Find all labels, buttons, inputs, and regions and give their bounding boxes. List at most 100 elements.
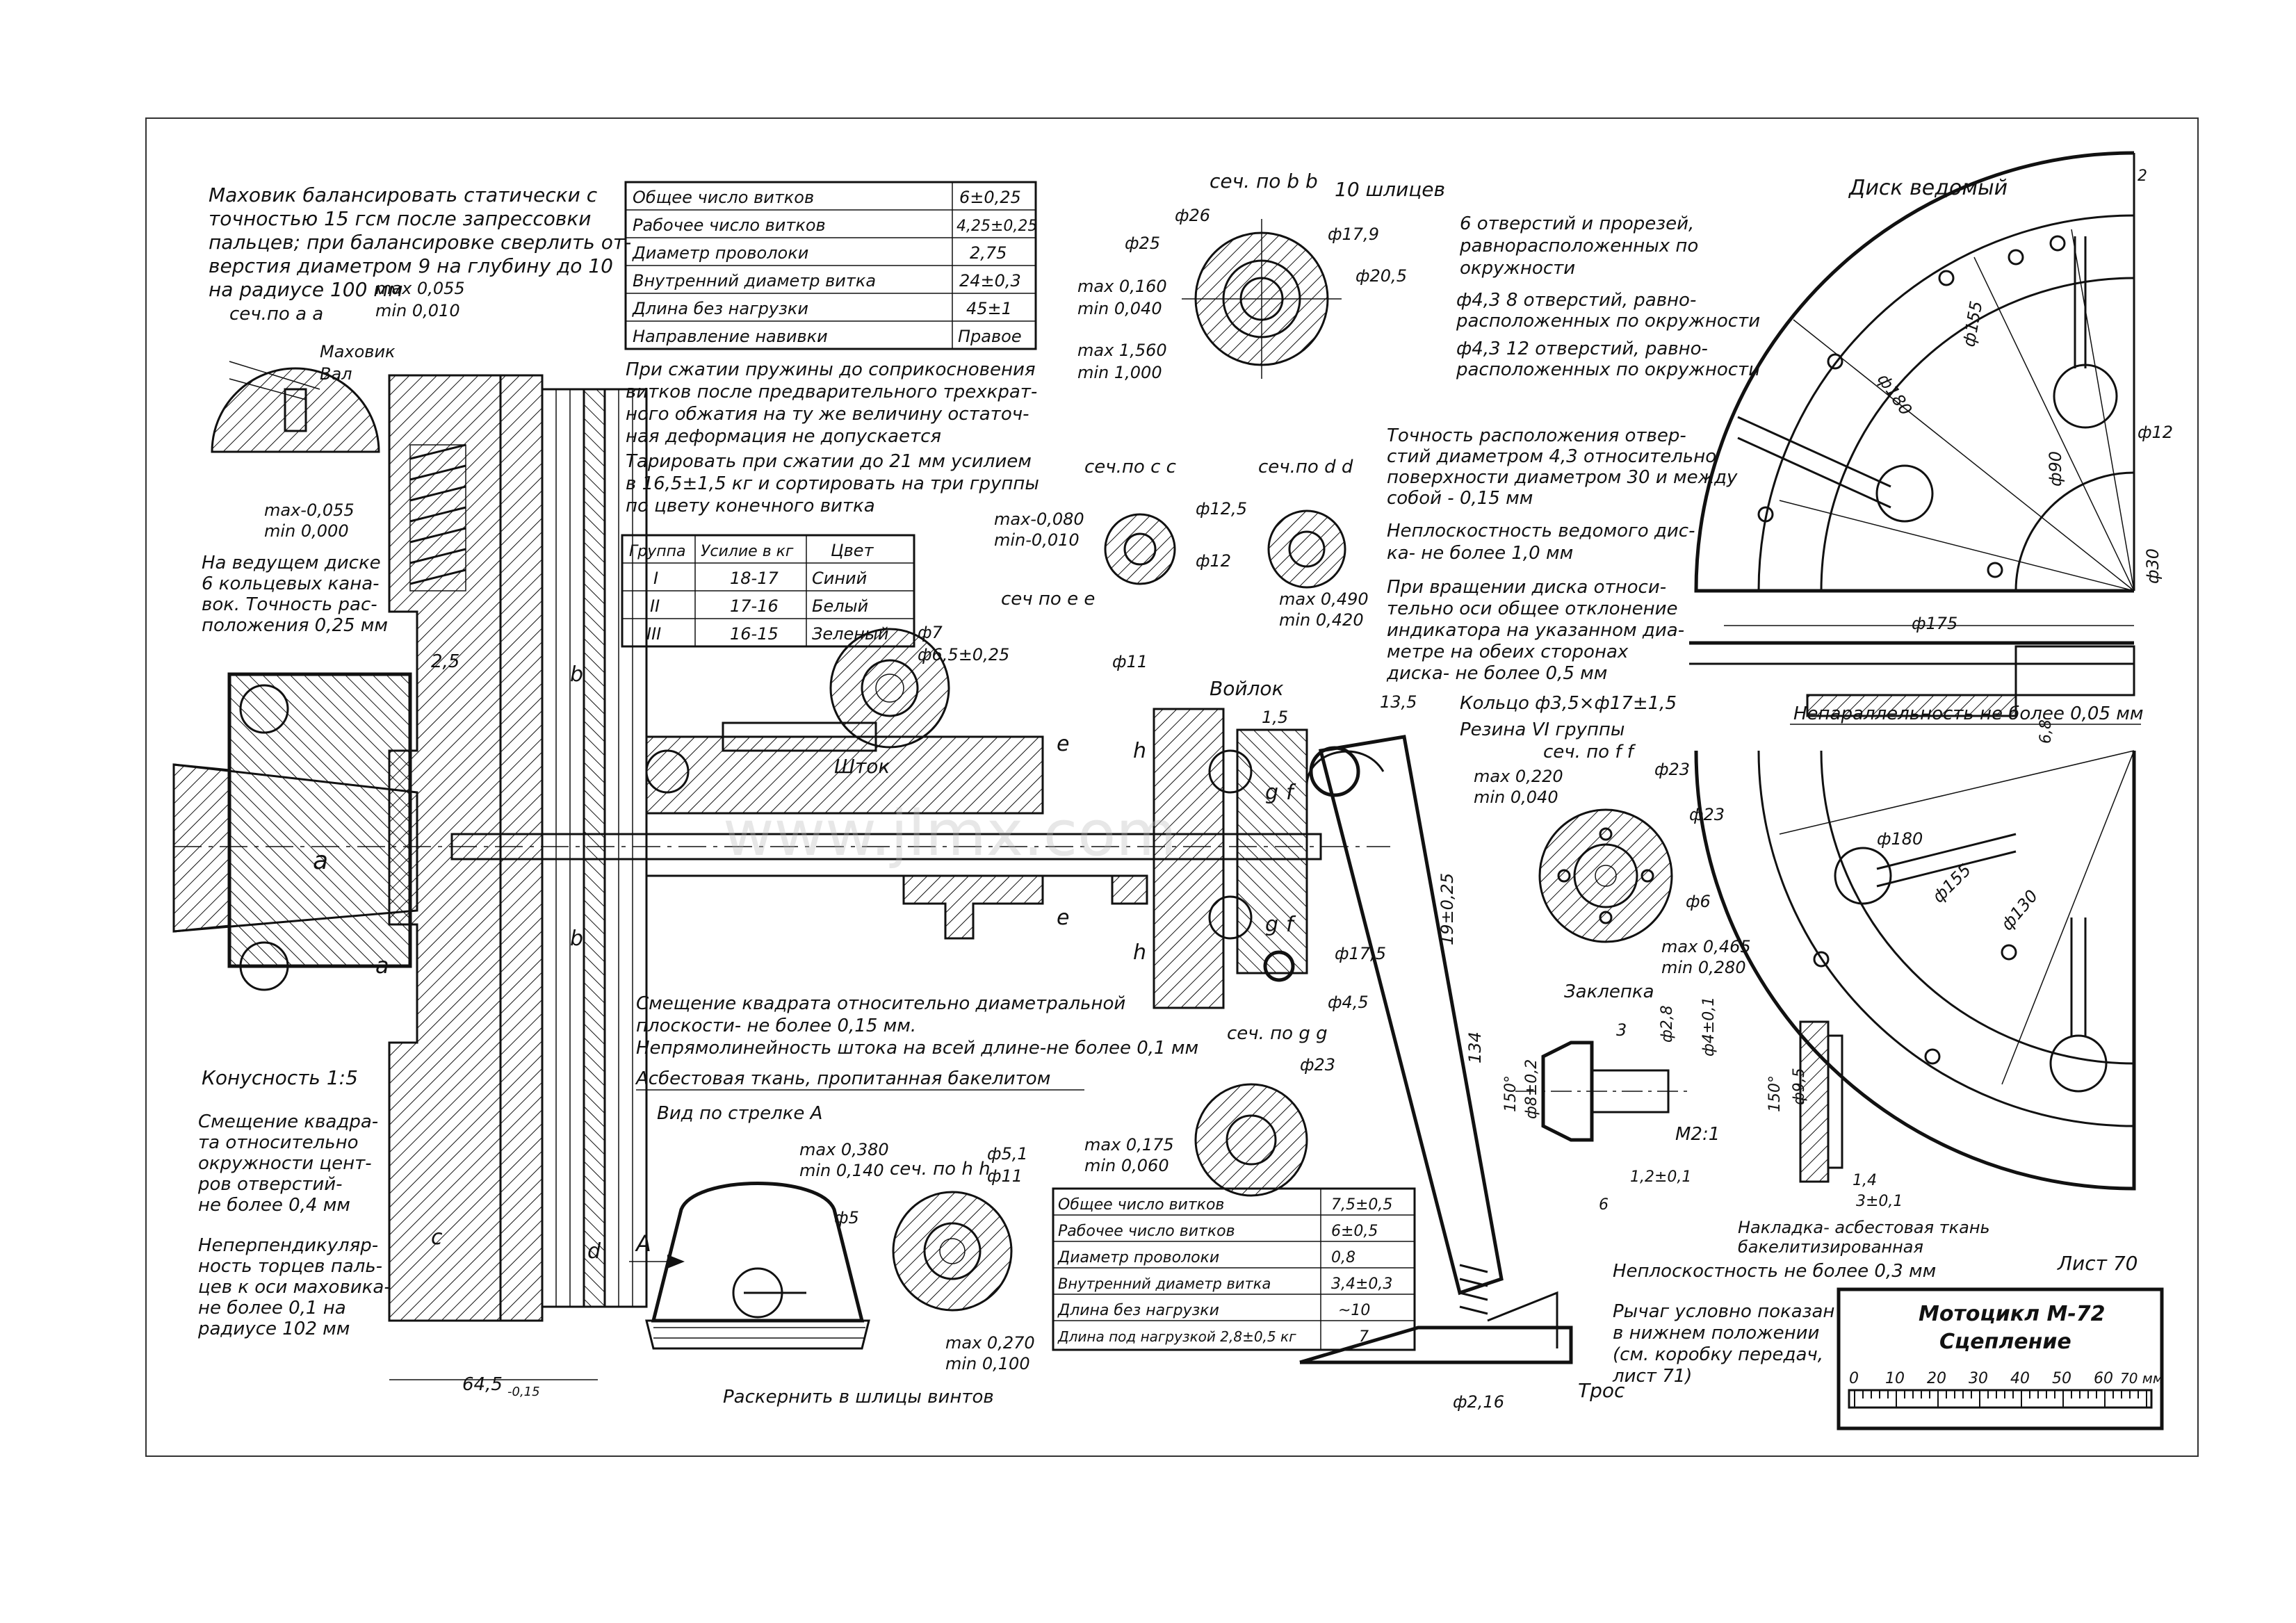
- table-cell: Диаметр проволоки: [632, 243, 808, 263]
- table-cell: Направление навивки: [633, 327, 828, 346]
- table-cell: I: [653, 569, 658, 588]
- svg-text:При сжатии пружины до соприкос: При сжатии пружины до соприкосновения: [626, 359, 1036, 380]
- tol-min-0010: min 0,010: [375, 301, 460, 320]
- svg-text:не более 0,4 мм: не более 0,4 мм: [198, 1195, 350, 1216]
- dim-d12c: ф12: [2138, 423, 2173, 442]
- table-cell: Белый: [812, 596, 868, 616]
- scale-tick: 60: [2094, 1370, 2113, 1387]
- scale-tick: 0: [1849, 1370, 1859, 1387]
- clutch-assembly-section: a a d c e e h h f f g g b b А: [172, 374, 1573, 1364]
- dim-2: 2: [2138, 168, 2147, 185]
- svg-text:ка- не более 1,0 мм: ка- не более 1,0 мм: [1387, 543, 1573, 564]
- section-aa-label: сеч.по а а: [229, 304, 323, 325]
- tol-min0420: min 0,420: [1279, 610, 1364, 630]
- dim-d25: ф25: [1125, 234, 1160, 253]
- holes-6-note: 6 отверстий и прорезей, равнорасположенн…: [1459, 213, 1698, 279]
- svg-text:ная деформация не допускается: ная деформация не допускается: [626, 426, 941, 447]
- section-ff-label: сеч. по f f: [1543, 742, 1636, 762]
- svg-text:витков после предварительного: витков после предварительного трехкрат-: [626, 382, 1037, 402]
- tol-max0490: max 0,490: [1279, 589, 1369, 609]
- svg-text:цев к оси маховика-: цев к оси маховика-: [198, 1277, 391, 1298]
- balance-note-line: пальцев; при балансировке сверлить от-: [209, 231, 631, 254]
- dim-3: 3: [1616, 1020, 1627, 1040]
- tol-max0380: max 0,380: [799, 1140, 889, 1159]
- dim-d7: ф7: [918, 623, 943, 642]
- dim-3b: 3±0,1: [1856, 1193, 1903, 1210]
- nonperpendicularity-note: Неперпендикуляр- ность торцев паль- цев …: [197, 1235, 391, 1339]
- dim-d23a: ф23: [1654, 760, 1690, 779]
- table-cell: Синий: [812, 569, 867, 588]
- punch-note: Раскернить в шлицы винтов: [723, 1387, 994, 1408]
- scale-tick: 70 мм: [2120, 1370, 2163, 1387]
- svg-text:собой - 0,15 мм: собой - 0,15 мм: [1387, 488, 1533, 509]
- tol-min0060: min 0,060: [1084, 1156, 1169, 1175]
- table-cell: II: [650, 596, 660, 616]
- section-dd-view: [1267, 509, 1346, 589]
- svg-text:a: a: [375, 952, 389, 979]
- asbestos-note: Асбестовая ткань, пропитанная бакелитом: [635, 1068, 1050, 1089]
- svg-text:тельно оси общее отклонение: тельно оси общее отклонение: [1387, 598, 1677, 619]
- tol-min0140: min 0,140: [799, 1161, 884, 1180]
- tol-min0010: min-0,010: [994, 530, 1080, 550]
- svg-text:Рычаг условно показан: Рычаг условно показан: [1613, 1301, 1834, 1322]
- svg-text:вок. Точность рас-: вок. Точность рас-: [202, 594, 377, 615]
- table-cell: 4,25±0,25: [956, 218, 1037, 235]
- dim-d23c: ф23: [1300, 1055, 1335, 1075]
- dim-d45: ф4,5: [1328, 993, 1369, 1012]
- section-cc-view: [1104, 513, 1176, 585]
- tol-min0100: min 0,100: [945, 1354, 1030, 1373]
- svg-text:6 кольцевых кана-: 6 кольцевых кана-: [202, 573, 380, 594]
- tol-max0080: max-0,080: [994, 509, 1084, 529]
- dim-d90: ф90: [2046, 451, 2065, 487]
- dim-d180b: ф180: [1877, 829, 1923, 849]
- square-offset-note-2: Смещение квадрата относительно диаметрал…: [636, 993, 1198, 1059]
- svg-text:лист 71): лист 71): [1612, 1366, 1692, 1387]
- svg-text:диска- не более 0,5 мм: диска- не более 0,5 мм: [1386, 663, 1607, 684]
- scale-ruler: [1854, 1390, 2147, 1408]
- tol-min-0000: min 0,000: [264, 521, 349, 541]
- svg-text:расположенных по окружности: расположенных по окружности: [1456, 359, 1760, 380]
- svg-text:Точность расположения отвер-: Точность расположения отвер-: [1387, 425, 1686, 446]
- taper-note: Конусность 1:5: [202, 1066, 358, 1089]
- table-cell: Рабочее число витков: [633, 215, 826, 235]
- svg-text:положения 0,25 мм: положения 0,25 мм: [202, 615, 388, 636]
- rivet-label: Заклепка: [1564, 981, 1654, 1002]
- driven-disk-top-view: [1694, 151, 2135, 593]
- scale-tick: 50: [2052, 1370, 2071, 1387]
- svg-text:На ведущем диске: На ведущем диске: [202, 553, 381, 573]
- section-gg-view: [1194, 1083, 1308, 1197]
- dim-d51: ф5,1: [987, 1144, 1028, 1164]
- svg-text:ность торцев паль-: ность торцев паль-: [198, 1256, 382, 1277]
- tol-max0465: max 0,465: [1661, 937, 1751, 956]
- svg-text:та относительно: та относительно: [198, 1132, 358, 1153]
- dim-19: 19±0,25: [1438, 873, 1457, 945]
- svg-text:в 16,5±1,5 кг и сортировать на: в 16,5±1,5 кг и сортировать на три групп…: [626, 473, 1039, 494]
- svg-text:Непрямолинейность штока на все: Непрямолинейность штока на всей длине-не…: [636, 1038, 1198, 1059]
- dim-d6: ф6: [1686, 892, 1711, 911]
- svg-text:по цвету конечного витка: по цвету конечного витка: [626, 496, 875, 516]
- runout-note: При вращении диска относи- тельно оси об…: [1386, 577, 1684, 684]
- svg-text:Смещение квадра-: Смещение квадра-: [198, 1111, 378, 1132]
- svg-text:6 отверстий и прорезей,: 6 отверстий и прорезей,: [1460, 213, 1694, 234]
- svg-text:b: b: [570, 662, 583, 687]
- watermark-text: www.jlmx.com: [723, 797, 1177, 870]
- table-cell: 24±0,3: [959, 271, 1021, 291]
- dim-d155: ф155: [1959, 300, 1986, 348]
- table-cell: 7,5±0,5: [1331, 1196, 1392, 1214]
- dim-12b: 1,2±0,1: [1630, 1168, 1691, 1186]
- rivet-drawing: [1515, 1041, 1689, 1142]
- dim-68: 6,8: [2037, 719, 2055, 744]
- balance-note-line: Маховик балансировать статически с: [209, 183, 598, 206]
- holes-12-note: ф4,3 12 отверстий, равно- расположенных …: [1456, 339, 1760, 380]
- table-cell: Длина без нагрузки: [632, 299, 808, 318]
- svg-text:стий диаметром 4,3 относительн: стий диаметром 4,3 относительно: [1387, 446, 1716, 467]
- lining-note: бакелитизированная: [1738, 1237, 1923, 1257]
- table-cell: Диаметр проволоки: [1057, 1249, 1219, 1266]
- tol-max0270: max 0,270: [945, 1333, 1035, 1353]
- tol-max-0055b: max-0,055: [264, 500, 355, 520]
- table-cell: 45±1: [966, 299, 1012, 318]
- dim-a150: 150°: [1502, 1075, 1520, 1112]
- svg-text:g: g: [1265, 913, 1278, 937]
- svg-text:(см. коробку передач,: (см. коробку передач,: [1613, 1344, 1823, 1365]
